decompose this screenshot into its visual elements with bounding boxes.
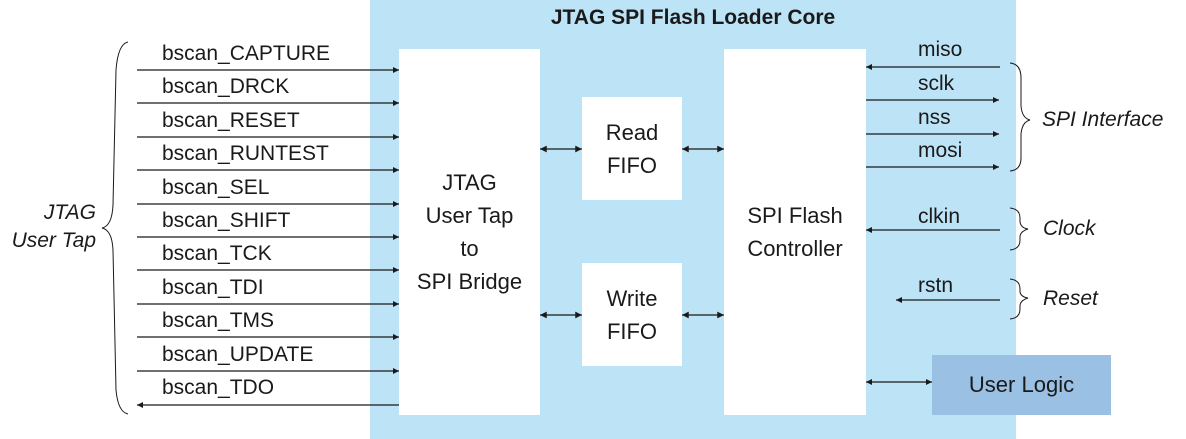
user-logic-block: User Logic bbox=[932, 355, 1111, 415]
signal-label-bscan-drck: bscan_DRCK bbox=[162, 75, 290, 98]
signal-label-bscan-tck: bscan_TCK bbox=[162, 242, 272, 265]
signal-label-bscan-update: bscan_UPDATE bbox=[162, 343, 314, 366]
signal-label-miso: miso bbox=[918, 38, 963, 61]
signal-label-sclk: sclk bbox=[918, 72, 955, 95]
signal-label-rstn: rstn bbox=[918, 274, 954, 297]
jtag-brace bbox=[101, 41, 129, 415]
write-fifo-label: Write FIFO bbox=[606, 285, 658, 344]
signal-label-clkin: clkin bbox=[918, 205, 961, 228]
signal-label-bscan-tms: bscan_TMS bbox=[162, 309, 275, 332]
spi-controller-label: SPI Flash Controller bbox=[747, 203, 843, 261]
signal-label-bscan-reset: bscan_RESET bbox=[162, 109, 300, 132]
reset-group-label: Reset bbox=[1043, 287, 1098, 310]
signal-label-mosi: mosi bbox=[918, 139, 963, 162]
jtag-signal-wires bbox=[137, 66, 399, 409]
signal-label-bscan-capture: bscan_CAPTURE bbox=[162, 42, 331, 65]
read-fifo-label: Read FIFO bbox=[605, 119, 659, 178]
clock-brace bbox=[1009, 207, 1029, 251]
write-fifo-block: Write FIFO bbox=[582, 263, 682, 366]
jtag-to-spi-bridge-block: JTAG User Tap to SPI Bridge bbox=[399, 49, 540, 415]
signal-label-bscan-tdo: bscan_TDO bbox=[162, 376, 275, 399]
clock-group-label: Clock bbox=[1043, 217, 1096, 240]
reset-brace bbox=[1009, 278, 1029, 320]
spi-interface-group-label: SPI Interface bbox=[1042, 108, 1164, 131]
signal-label-bscan-tdi: bscan_TDI bbox=[162, 276, 264, 299]
jtag-user-tap-label: JTAG User Tap bbox=[11, 201, 96, 252]
signal-label-bscan-runtest: bscan_RUNTEST bbox=[162, 142, 329, 165]
spi-brace bbox=[1009, 62, 1031, 172]
core-title: JTAG SPI Flash Loader Core bbox=[550, 6, 836, 29]
signal-label-bscan-shift: bscan_SHIFT bbox=[162, 209, 291, 232]
bridge-label: JTAG User Tap to SPI Bridge bbox=[416, 170, 523, 294]
read-fifo-block: Read FIFO bbox=[582, 97, 682, 200]
spi-flash-controller-block: SPI Flash Controller bbox=[724, 49, 866, 415]
signal-label-nss: nss bbox=[918, 106, 951, 129]
signal-label-bscan-sel: bscan_SEL bbox=[162, 176, 270, 199]
user-logic-label: User Logic bbox=[968, 372, 1075, 397]
